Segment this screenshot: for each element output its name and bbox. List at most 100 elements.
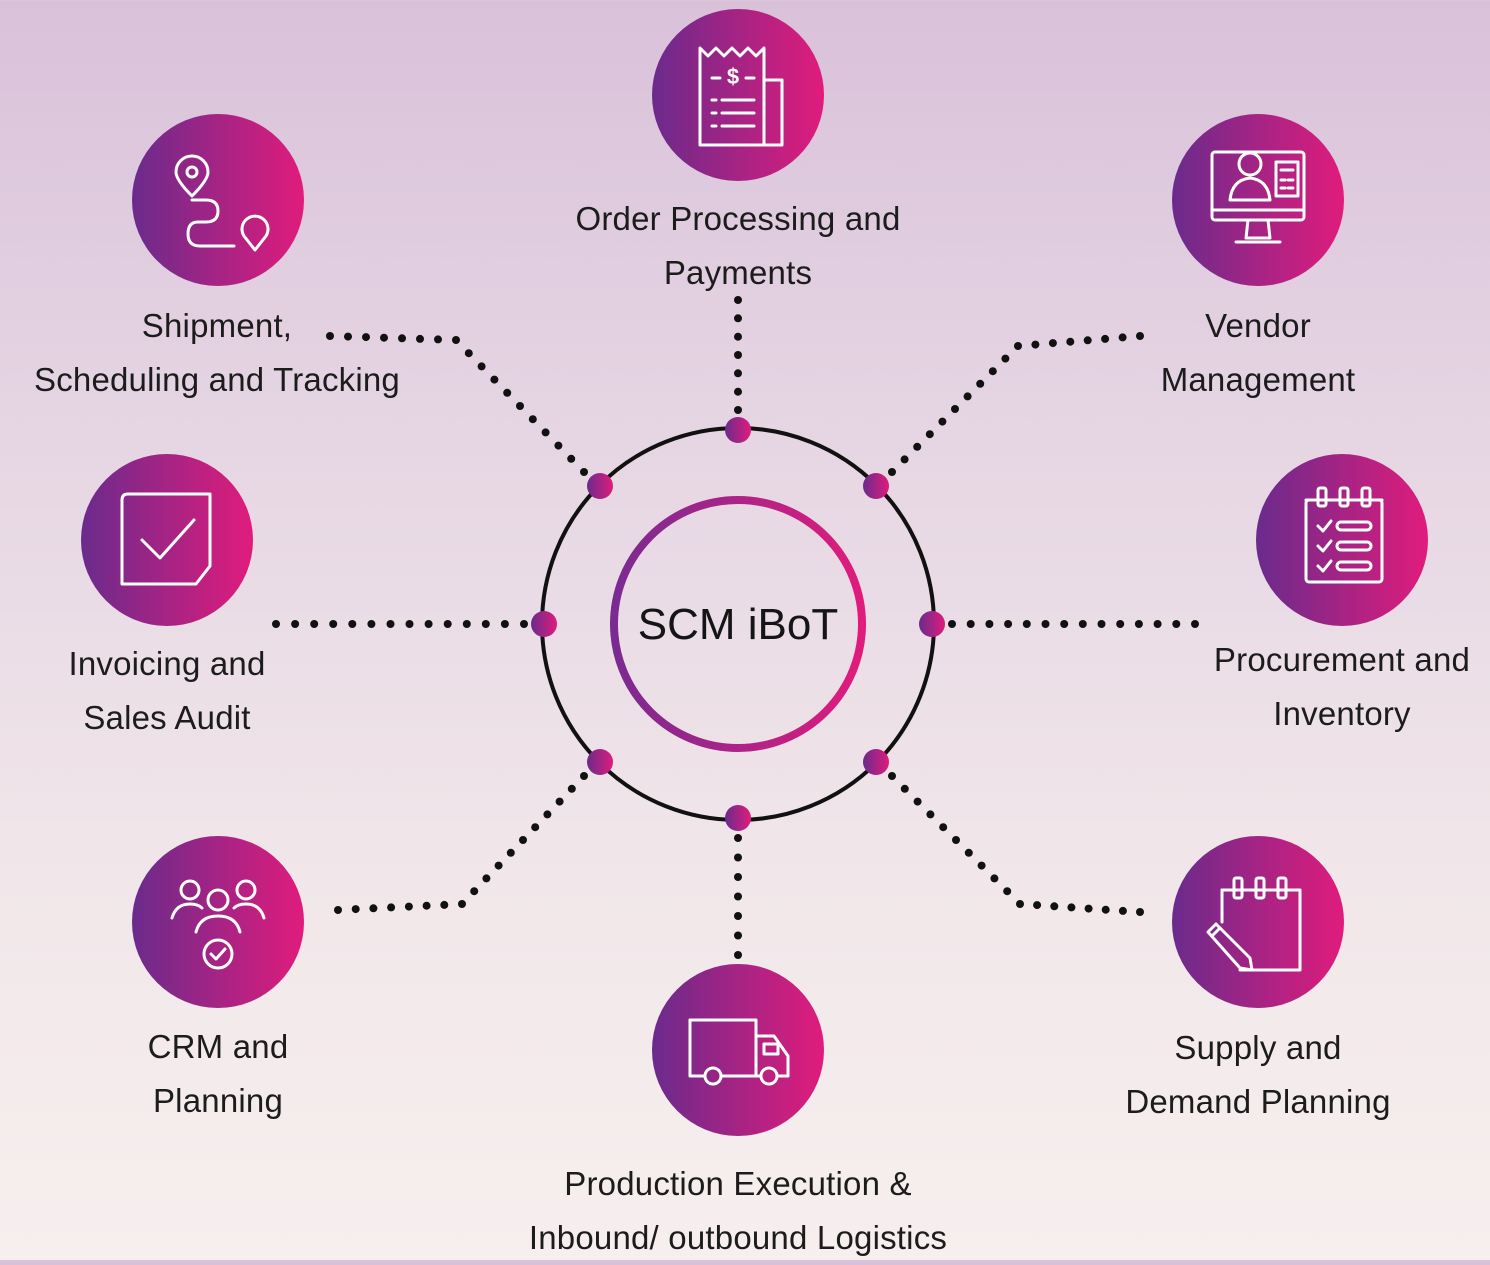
connector-dot (452, 336, 460, 344)
calendar-pencil-icon (1206, 876, 1302, 972)
connector-dot (977, 861, 986, 870)
connector-dot (1014, 342, 1022, 350)
connector-dot (734, 931, 742, 940)
connector-dot (734, 834, 742, 842)
invoicing-label-line-2: Sales Audit (83, 699, 251, 736)
connector-dot (531, 823, 540, 832)
connector-dot (964, 848, 973, 857)
connector-dot (404, 902, 413, 911)
junction-dot-top (725, 417, 751, 443)
connector-dot (939, 823, 948, 832)
connector-order (734, 296, 742, 414)
invoicing-node (81, 454, 253, 626)
connector-dot (520, 620, 528, 628)
connector-dot (734, 314, 742, 323)
production-node (652, 964, 824, 1136)
connector-dot (506, 848, 515, 857)
connector-dot (1067, 903, 1076, 912)
connector-dot (500, 620, 509, 628)
production-label: Production Execution & Inbound/ outbound… (478, 1157, 998, 1265)
connector-dot (1101, 905, 1110, 914)
connector-dot (913, 797, 922, 806)
route-pin-icon (174, 154, 270, 252)
connector-dot (1033, 901, 1042, 910)
connector-dot (900, 784, 909, 793)
junction-dot-bottom-left (587, 749, 613, 775)
connector-shipment (326, 332, 588, 476)
shipment-label-line-2: Scheduling and Tracking (33, 361, 400, 398)
connector-dot (948, 620, 956, 628)
connector-dot (734, 296, 742, 304)
connector-dot (990, 874, 999, 883)
production-node-circle (652, 964, 824, 1136)
connector-dot (490, 375, 499, 384)
connector-dot (424, 620, 433, 628)
connector-dot (440, 900, 449, 909)
connector-dot (1153, 620, 1162, 628)
procurement-node (1256, 454, 1428, 626)
connector-dot (580, 468, 588, 476)
supply-label-line-2: Demand Planning (1125, 1083, 1391, 1120)
connector-dot (888, 772, 896, 780)
connector-dot (734, 912, 742, 920)
connector-dot (344, 332, 352, 341)
procurement-label: Procurement and Inventory (1194, 633, 1490, 741)
connector-dot (1118, 333, 1127, 342)
invoicing-node-circle (81, 454, 253, 626)
connector-crm (334, 772, 588, 914)
connector-dot (348, 620, 357, 628)
connector-dot (925, 430, 934, 439)
connector-dot (1136, 908, 1144, 916)
connector-dot (1118, 906, 1127, 915)
connector-dot (1022, 620, 1031, 628)
connector-dot (458, 900, 466, 908)
connector-dot (1134, 620, 1143, 628)
order-node: $ (652, 9, 824, 181)
connector-dot (1116, 620, 1125, 628)
connector-dot (734, 406, 742, 414)
connector-dot (734, 853, 742, 862)
connector-dot (334, 906, 342, 914)
connector-dot (519, 836, 527, 844)
connector-dot (938, 417, 947, 426)
connector-dot (477, 362, 486, 371)
connector-vendor (888, 332, 1144, 476)
connector-dot (1136, 332, 1144, 340)
connector-dot (367, 620, 376, 628)
connector-dot (976, 379, 985, 388)
connector-dot (369, 904, 378, 913)
shipment-label-line-1: Shipment, (141, 307, 293, 344)
order-label: Order Processing and Payments (538, 192, 938, 300)
connector-dot (734, 892, 742, 901)
check-square-icon (120, 492, 212, 586)
connector-dot (503, 388, 512, 397)
connector-dot (734, 369, 742, 378)
connector-dot (734, 351, 742, 359)
connector-dot (988, 367, 997, 376)
connector-dot (900, 455, 909, 464)
inner-ring (610, 496, 866, 752)
connector-dot (272, 620, 280, 628)
connector-dot (888, 468, 896, 476)
connector-dot (1060, 620, 1069, 628)
connector-dot (434, 335, 442, 344)
crm-label-line-2: Planning (152, 1082, 284, 1119)
connector-dot (985, 620, 994, 628)
connector-dot (913, 442, 922, 451)
connector-dot (443, 620, 452, 628)
connector-dot (386, 620, 395, 628)
invoicing-label: Invoicing and Sales Audit (37, 637, 297, 745)
junction-dot-left (531, 611, 557, 637)
connector-dot (963, 392, 972, 401)
order-node-circle (652, 9, 824, 181)
production-label-line-1: Production Execution & (564, 1165, 912, 1202)
connector-dot (1078, 620, 1087, 628)
junction-dot-right (919, 611, 945, 637)
connector-dot (470, 887, 479, 896)
connector-dot (528, 415, 537, 424)
receipt-dollar-icon: $ (698, 46, 784, 147)
production-label-line-2: Inbound/ outbound Logistics (528, 1219, 948, 1256)
connector-invoicing (272, 620, 528, 628)
connector-dot (1172, 620, 1181, 628)
